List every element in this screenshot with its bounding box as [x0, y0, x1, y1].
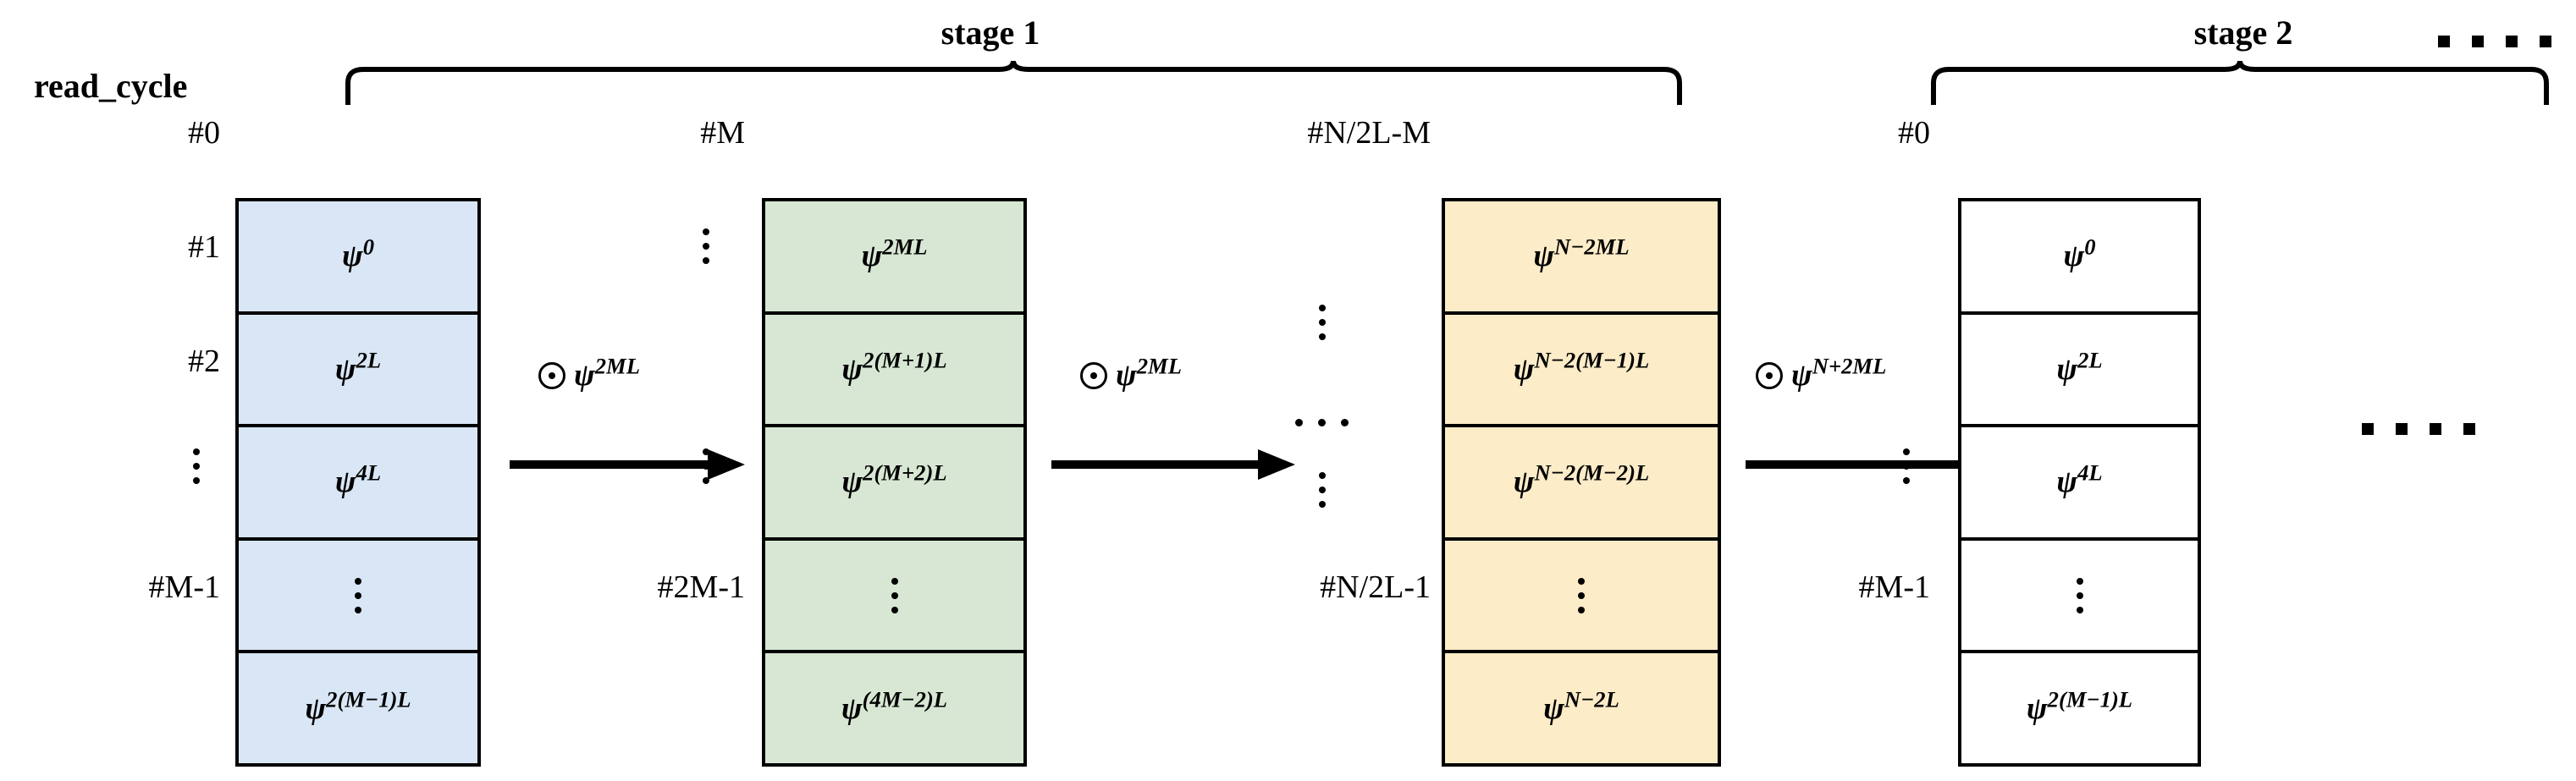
cell-value: ψ2(M−1)L — [305, 686, 411, 726]
row-label: #N/2L-M — [1307, 115, 1431, 151]
cell-value: ψ(4M−2)L — [841, 686, 948, 726]
cell-value: ψN−2ML — [1533, 234, 1630, 274]
cell-value: ψN−2(M−1)L — [1513, 347, 1650, 387]
arrow-value: ψ2ML — [574, 353, 640, 393]
cell-value: ψ0 — [341, 234, 375, 274]
dot — [2362, 423, 2374, 435]
cell-value: ψ4L — [2056, 460, 2103, 500]
row-label: #M-1 — [1858, 569, 1930, 605]
memory-cell: ψ2ML — [765, 201, 1023, 315]
memory-cell: ψN−2(M−1)L — [1445, 314, 1718, 428]
arrow-icon — [1051, 449, 1295, 480]
dot — [2430, 423, 2441, 435]
cell-value: ψ2(M−1)L — [2026, 686, 2133, 726]
cell-value: ψ2ML — [861, 234, 928, 274]
memory-cell: ψ0 — [239, 201, 477, 315]
row-label-ellipsis-icon — [703, 228, 709, 264]
arrow-operator-label: ψ2ML — [1080, 353, 1182, 393]
column-gap-ellipsis-icon — [1319, 305, 1326, 340]
memory-cell-ellipsis — [239, 540, 477, 654]
read-cycle-label: read_cycle — [34, 67, 188, 105]
memory-column-blue: ψ0 ψ2L ψ4L ψ2(M−1)L — [235, 198, 481, 767]
row-label: #0 — [1898, 115, 1930, 151]
dot — [2396, 423, 2408, 435]
stage-2-label: stage 2 — [2193, 14, 2293, 52]
vertical-ellipsis-icon — [355, 577, 361, 613]
memory-column-green: ψ2ML ψ2(M+1)L ψ2(M+2)L ψ(4M−2)L — [762, 198, 1027, 767]
arrow-operator-label: ψ2ML — [538, 353, 640, 393]
vertical-ellipsis-icon — [891, 577, 898, 613]
dot — [2472, 36, 2484, 47]
memory-cell-ellipsis — [765, 540, 1023, 654]
memory-cell: ψ4L — [1961, 427, 2198, 541]
memory-cell: ψ2L — [239, 314, 477, 428]
memory-cell: ψN−2(M−2)L — [1445, 427, 1718, 541]
row-label: #M — [700, 115, 745, 151]
arrow-value: ψN+2ML — [1791, 353, 1887, 393]
vertical-ellipsis-icon — [2076, 577, 2083, 613]
row-label: #1 — [188, 229, 220, 265]
arrow-group-1: ψ2ML — [1050, 353, 1295, 495]
memory-column-white: ψ0 ψ2L ψ4L ψ2(M−1)L — [1958, 198, 2201, 767]
memory-column-yellow: ψN−2ML ψN−2(M−1)L ψN−2(M−2)L ψN−2L — [1442, 198, 1721, 767]
cell-value: ψ2L — [2056, 347, 2103, 387]
stage-1-label: stage 1 — [940, 14, 1040, 52]
odot-icon — [1080, 361, 1107, 389]
arrow-operator-label: ψN+2ML — [1756, 353, 1887, 393]
arrow-icon — [510, 449, 745, 480]
pipeline-continuation-dots — [2362, 423, 2475, 435]
memory-cell: ψN−2ML — [1445, 201, 1718, 315]
column-gap-ellipsis-icon — [1319, 472, 1326, 508]
cell-value: ψ2(M+1)L — [841, 347, 947, 387]
row-label-ellipsis-icon — [703, 448, 709, 484]
arrow-group-0: ψ2ML — [508, 353, 745, 495]
cell-value: ψ2(M+2)L — [841, 460, 947, 500]
memory-cell: ψ2(M−1)L — [1961, 653, 2198, 763]
dot — [2438, 36, 2450, 47]
stage-continuation-dots — [2438, 36, 2551, 47]
row-label-ellipsis-icon — [1903, 448, 1910, 484]
memory-cell: ψ2(M+1)L — [765, 314, 1023, 428]
column-gap-horizontal-ellipsis-icon — [1295, 419, 1349, 426]
dot — [2540, 36, 2551, 47]
row-label: #M-1 — [148, 569, 220, 605]
row-label: #0 — [188, 115, 220, 151]
cell-value: ψN−2L — [1543, 686, 1619, 726]
stage-2-brace — [1928, 58, 2551, 107]
dot — [2463, 423, 2475, 435]
row-label: #N/2L-1 — [1320, 569, 1431, 605]
odot-icon — [1756, 361, 1783, 389]
memory-cell-ellipsis — [1961, 540, 2198, 654]
vertical-ellipsis-icon — [1578, 577, 1585, 613]
cell-value: ψ0 — [2063, 234, 2096, 274]
cell-value: ψ4L — [334, 460, 382, 500]
dot — [2506, 36, 2518, 47]
row-label-ellipsis-icon — [193, 448, 200, 484]
memory-cell: ψN−2L — [1445, 653, 1718, 763]
memory-cell: ψ2(M+2)L — [765, 427, 1023, 541]
odot-icon — [538, 361, 565, 389]
memory-cell-ellipsis — [1445, 540, 1718, 654]
memory-cell: ψ4L — [239, 427, 477, 541]
cell-value: ψ2L — [334, 347, 382, 387]
row-label: #2 — [188, 344, 220, 379]
memory-cell: ψ0 — [1961, 201, 2198, 315]
row-label: #2M-1 — [657, 569, 745, 605]
memory-cell: ψ(4M−2)L — [765, 653, 1023, 763]
memory-cell: ψ2(M−1)L — [239, 653, 477, 763]
memory-cell: ψ2L — [1961, 314, 2198, 428]
arrow-value: ψ2ML — [1116, 353, 1182, 393]
cell-value: ψN−2(M−2)L — [1513, 460, 1650, 500]
stage-1-brace — [343, 58, 1685, 107]
